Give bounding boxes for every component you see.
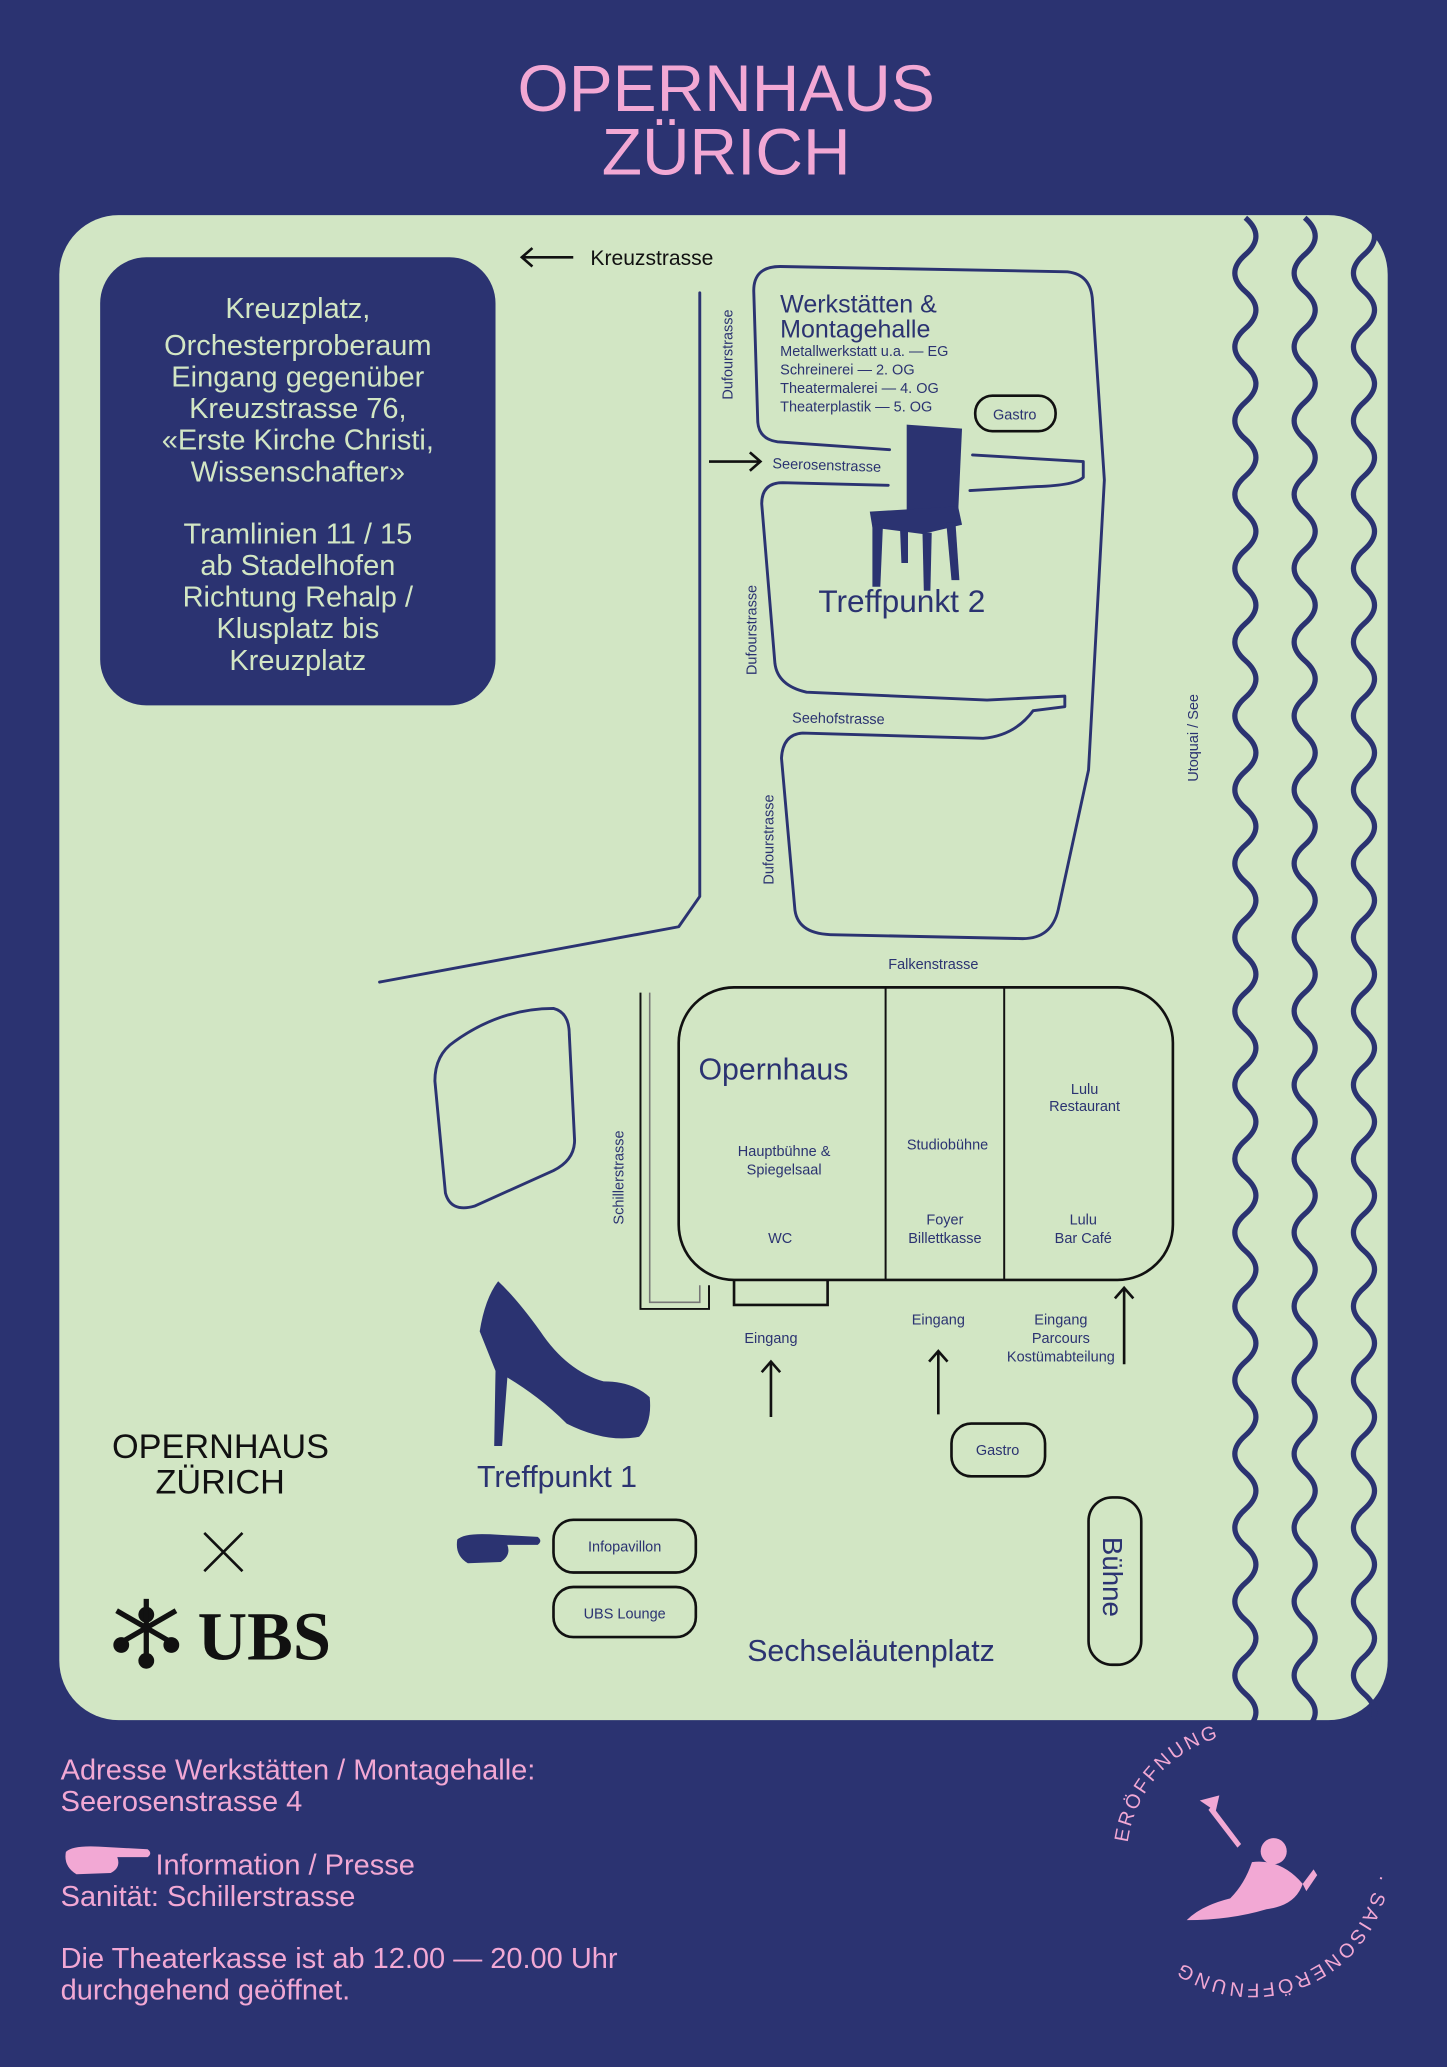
treffpunkt-2: Treffpunkt 2 xyxy=(818,583,985,619)
room-label: Hauptbühne & xyxy=(738,1144,831,1160)
arrow-up-icon xyxy=(760,1285,1135,1417)
werkstaetten-title: Werkstätten & xyxy=(780,291,937,319)
footer-kasse: durchgehend geöffnet. xyxy=(61,1974,351,2006)
street-utoquai: Utoquai / See xyxy=(1186,694,1202,782)
footer-address: Adresse Werkstätten / Montagehalle: xyxy=(61,1754,536,1786)
lake-waves xyxy=(1232,215,1378,1733)
street-schillerstrasse: Schillerstrasse xyxy=(611,1130,627,1224)
logo-arc-text: ERÖFFNUNG xyxy=(1111,1721,1220,1844)
logo-text: ZÜRICH xyxy=(156,1463,285,1501)
info-line: Orchesterproberaum xyxy=(164,330,431,362)
arrow-left-icon xyxy=(519,247,574,268)
room-label: Restaurant xyxy=(1049,1099,1120,1115)
wave-line xyxy=(1291,215,1318,1733)
wave-line xyxy=(1232,215,1259,1733)
ubs-lounge-label: UBS Lounge xyxy=(584,1607,666,1623)
tram-line: Tramlinien 11 / 15 xyxy=(183,518,412,550)
floor-item: Theaterplastik — 5. OG xyxy=(780,399,932,415)
opernhaus-title: Opernhaus xyxy=(698,1054,848,1087)
info-line: Wissenschafter» xyxy=(191,456,405,488)
tram-line: Richtung Rehalp / xyxy=(183,582,414,614)
footer-info: Information / Presse xyxy=(156,1849,415,1881)
footer-kasse: Die Theaterkasse ist ab 12.00 — 20.00 Uh… xyxy=(61,1943,618,1975)
saisoneroeffnung-logo: ERÖFFNUNG · SAISONERÖFFNUNG xyxy=(1111,1721,1391,2001)
room-label: Foyer xyxy=(926,1213,963,1229)
cherub-trumpet-icon xyxy=(1186,1795,1318,1921)
entrance-label: Eingang xyxy=(1034,1313,1087,1329)
infopavillon-button[interactable]: Infopavillon xyxy=(552,1518,698,1574)
arrow-right-icon xyxy=(709,451,763,472)
room-label: Bar Café xyxy=(1055,1231,1112,1247)
street-dufourstrasse: Dufourstrasse xyxy=(744,585,760,675)
gastro-label: Gastro xyxy=(993,407,1036,423)
room-label: Studiobühne xyxy=(907,1137,988,1153)
entrance-label: Eingang xyxy=(912,1313,965,1329)
info-line: Kreuzplatz, xyxy=(225,293,370,325)
street-seehofstrasse: Seehofstrasse xyxy=(792,710,885,728)
footer-sanitaet: Sanität: Schillerstrasse xyxy=(61,1881,356,1913)
infopavillon-label: Infopavillon xyxy=(588,1539,661,1555)
svg-text:ERÖFFNUNG: ERÖFFNUNG xyxy=(1111,1721,1222,1844)
tram-line: Klusplatz bis xyxy=(216,613,379,645)
street-dufourstrasse: Dufourstrasse xyxy=(721,309,737,399)
street-seerosenstrasse: Seerosenstrasse xyxy=(772,456,881,476)
gastro-bottom-button[interactable]: Gastro xyxy=(950,1422,1047,1478)
logo-text: OPERNHAUS xyxy=(112,1428,329,1466)
high-heel-shoe-icon xyxy=(479,1281,651,1446)
entrance-label: Eingang xyxy=(744,1331,797,1347)
gastro-top-button[interactable]: Gastro xyxy=(973,394,1057,433)
sechselaeutenplatz-label: Sechseläutenplatz xyxy=(747,1635,995,1668)
buehne-button[interactable]: Bühne xyxy=(1087,1496,1143,1667)
ubs-keys-icon xyxy=(113,1598,180,1669)
roads xyxy=(378,265,1106,1210)
wave-line xyxy=(1350,215,1378,1733)
title-line2: ZÜRICH xyxy=(602,114,851,188)
ubs-logo-text: UBS xyxy=(198,1598,331,1674)
info-line: Eingang gegenüber xyxy=(171,361,424,393)
gastro-label: Gastro xyxy=(976,1443,1019,1459)
buehne-label: Bühne xyxy=(1097,1537,1128,1617)
street-kreuzstrasse: Kreuzstrasse xyxy=(590,247,713,270)
pointing-hand-icon xyxy=(456,1534,541,1564)
footer-address: Seerosenstrasse 4 xyxy=(61,1786,303,1818)
opernhaus-building xyxy=(639,986,1175,1310)
room-label: Lulu xyxy=(1070,1213,1097,1229)
entrance-label: Kostümabteilung xyxy=(1007,1350,1115,1366)
info-line: «Erste Kirche Christi, xyxy=(162,425,434,457)
floor-item: Schreinerei — 2. OG xyxy=(780,363,914,379)
room-label: WC xyxy=(768,1231,792,1247)
room-label: Billettkasse xyxy=(908,1231,981,1247)
title-line1: OPERNHAUS xyxy=(517,51,934,125)
tram-line: Kreuzplatz xyxy=(229,645,366,677)
werkstaetten-title: Montagehalle xyxy=(780,316,930,344)
chair-icon xyxy=(869,424,963,591)
treffpunkt-1: Treffpunkt 1 xyxy=(477,1461,637,1494)
street-dufourstrasse: Dufourstrasse xyxy=(762,794,778,884)
info-line: Kreuzstrasse 76, xyxy=(189,393,406,425)
tram-line: ab Stadelhofen xyxy=(200,550,395,582)
floor-item: Theatermalerei — 4. OG xyxy=(780,381,939,397)
entrance-label: Parcours xyxy=(1032,1331,1090,1347)
werkstaetten-label: Werkstätten & Montagehalle Metallwerksta… xyxy=(780,291,948,416)
pointing-hand-icon xyxy=(65,1846,151,1875)
opernhaus-logo: OPERNHAUS ZÜRICH xyxy=(112,1428,329,1502)
floor-item: Metallwerkstatt u.a. — EG xyxy=(780,344,948,360)
times-icon xyxy=(203,1532,244,1573)
ubs-lounge-button[interactable]: UBS Lounge xyxy=(552,1585,698,1639)
info-box: Kreuzplatz, Orchesterproberaum Eingang g… xyxy=(100,257,496,706)
room-label: Spiegelsaal xyxy=(747,1163,822,1179)
room-label: Lulu xyxy=(1071,1082,1098,1098)
street-falkenstrasse: Falkenstrasse xyxy=(888,957,978,973)
